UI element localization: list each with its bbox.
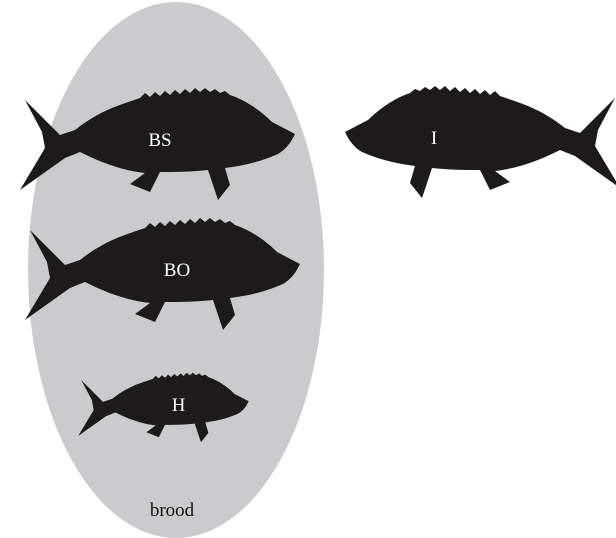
brood-group-label: brood [150,500,195,521]
fish-i: I [345,86,616,198]
fish-bo-label: BO [164,260,190,281]
fish-h-label: H [172,395,185,416]
fish-i-label: I [431,128,437,149]
fish-bs-label: BS [148,130,171,151]
fish-i-silhouette [345,86,616,198]
